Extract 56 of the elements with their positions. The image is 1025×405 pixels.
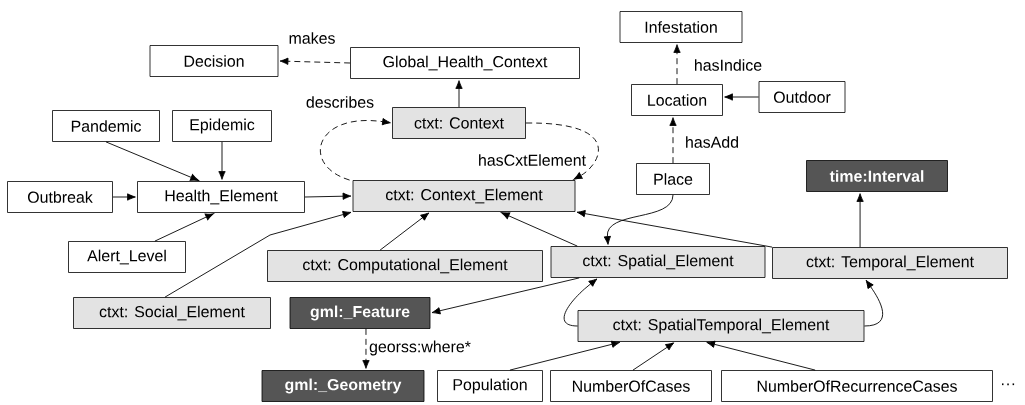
class-box: Global_Health_Context (350, 47, 580, 79)
context-class-box: ctxt: Context (392, 107, 526, 139)
arrow (379, 212, 430, 251)
arrow (319, 118, 391, 181)
arrow (279, 57, 351, 65)
arrow (863, 279, 884, 327)
edge-label: makes (287, 31, 337, 45)
external-class-box: gml:_Feature (289, 297, 431, 329)
arrow (501, 212, 578, 247)
context-class-box: ctxt: Social_Element (73, 297, 271, 329)
class-box: Outdoor (758, 81, 846, 113)
arrow (218, 141, 226, 180)
class-box: Place (636, 163, 710, 195)
edge-label: hasCxtElement (476, 153, 588, 167)
arrow (669, 117, 677, 164)
external-class-box: time:Interval (806, 160, 948, 192)
arrow (112, 193, 136, 201)
context-class-box: ctxt: Spatial_Element (550, 246, 766, 278)
class-box: Outbreak (7, 181, 113, 213)
class-box: Location (631, 84, 723, 116)
arrow (724, 93, 760, 101)
class-box: Pandemic (52, 110, 160, 142)
class-box: Epidemic (172, 110, 272, 142)
arrow (706, 340, 816, 371)
arrow (563, 278, 598, 327)
edge-label: georss:where* (368, 339, 472, 357)
arrow (431, 277, 580, 315)
class-box: Decision (149, 45, 279, 77)
class-box: Alert_Level (68, 241, 186, 273)
context-class-box: ctxt: Computational_Element (267, 250, 543, 282)
external-class-box: gml:_Geometry (261, 370, 425, 402)
class-box: NumberOfCases (550, 370, 712, 402)
edge-label: hasAdd (684, 135, 741, 149)
class-box: Health_Element (137, 181, 305, 213)
arrow (455, 80, 463, 108)
arrow (164, 210, 352, 298)
arrow (673, 44, 681, 85)
arrow (525, 122, 599, 180)
arrow (576, 210, 773, 248)
context-class-box: ctxt: SpatialTemporal_Element (577, 310, 865, 342)
class-box: Population (437, 370, 543, 402)
context-class-box: ctxt: Temporal_Element (772, 247, 1008, 279)
arrow (154, 213, 214, 242)
edge-label: describes (304, 95, 376, 109)
arrow (603, 194, 674, 245)
arrow (632, 342, 675, 371)
arrow (856, 193, 864, 248)
arrow (362, 328, 370, 369)
context-class-box: ctxt: Context_Element (352, 180, 576, 212)
arrow (509, 340, 621, 371)
ellipsis: ··· (1001, 383, 1015, 386)
class-box: Infestation (619, 11, 743, 43)
arrow (105, 141, 199, 181)
class-box: NumberOfRecurrenceCases (721, 370, 993, 402)
arrow (304, 192, 352, 200)
edge-label: hasIndice (692, 58, 764, 72)
